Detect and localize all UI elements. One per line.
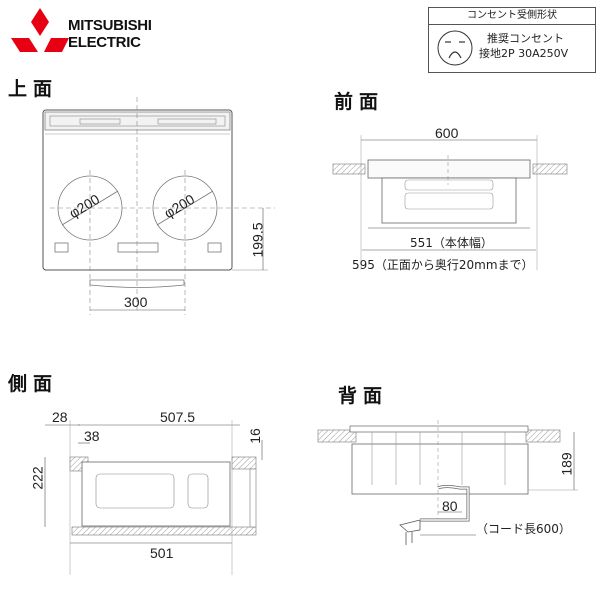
brand-logo: MITSUBISHI ELECTRIC: [8, 6, 208, 56]
brand-name-line2: ELECTRIC: [68, 34, 141, 51]
dim-side-501: 501: [150, 545, 174, 561]
dim-back-189: 189: [558, 452, 575, 476]
dim-front-595: 595（正面から奥行20mmまで）: [352, 258, 534, 272]
outlet-info-header: コンセント受側形状: [429, 8, 595, 25]
cord-length-label: （コード長600）: [476, 522, 571, 536]
dim-side-38: 38: [84, 428, 100, 444]
outlet-recommend-label: 推奨コンセント: [487, 32, 564, 45]
side-view-title: 側面: [8, 373, 59, 395]
dim-top-300: 300: [124, 294, 148, 310]
dim-side-507-5: 507.5: [160, 409, 196, 425]
front-view-title: 前面: [334, 91, 385, 113]
three-diamonds-icon: [11, 8, 69, 52]
top-view-title: 上面: [8, 78, 59, 100]
dim-side-28: 28: [52, 409, 68, 425]
outlet-spec-label: 接地2P 30A250V: [479, 47, 569, 60]
outlet-info-box: コンセント受側形状 推奨コンセント 接地2P 30A250V: [428, 7, 596, 73]
front-view-drawing: 600 551（本体幅） 595（正面から奥行20mmまで）: [0, 0, 600, 280]
outlet-face-icon: [437, 30, 473, 66]
dim-back-80: 80: [442, 498, 458, 514]
back-view-title: 背面: [338, 385, 389, 407]
side-view-drawing: 28 38 507.5 16 222 501: [30, 409, 263, 575]
dim-front-600: 600: [435, 125, 459, 141]
top-view-drawing: φ200 φ200 199.5 300: [0, 0, 300, 330]
brand-name-line1: MITSUBISHI: [68, 17, 152, 34]
dim-front-551: 551（本体幅）: [410, 236, 493, 250]
